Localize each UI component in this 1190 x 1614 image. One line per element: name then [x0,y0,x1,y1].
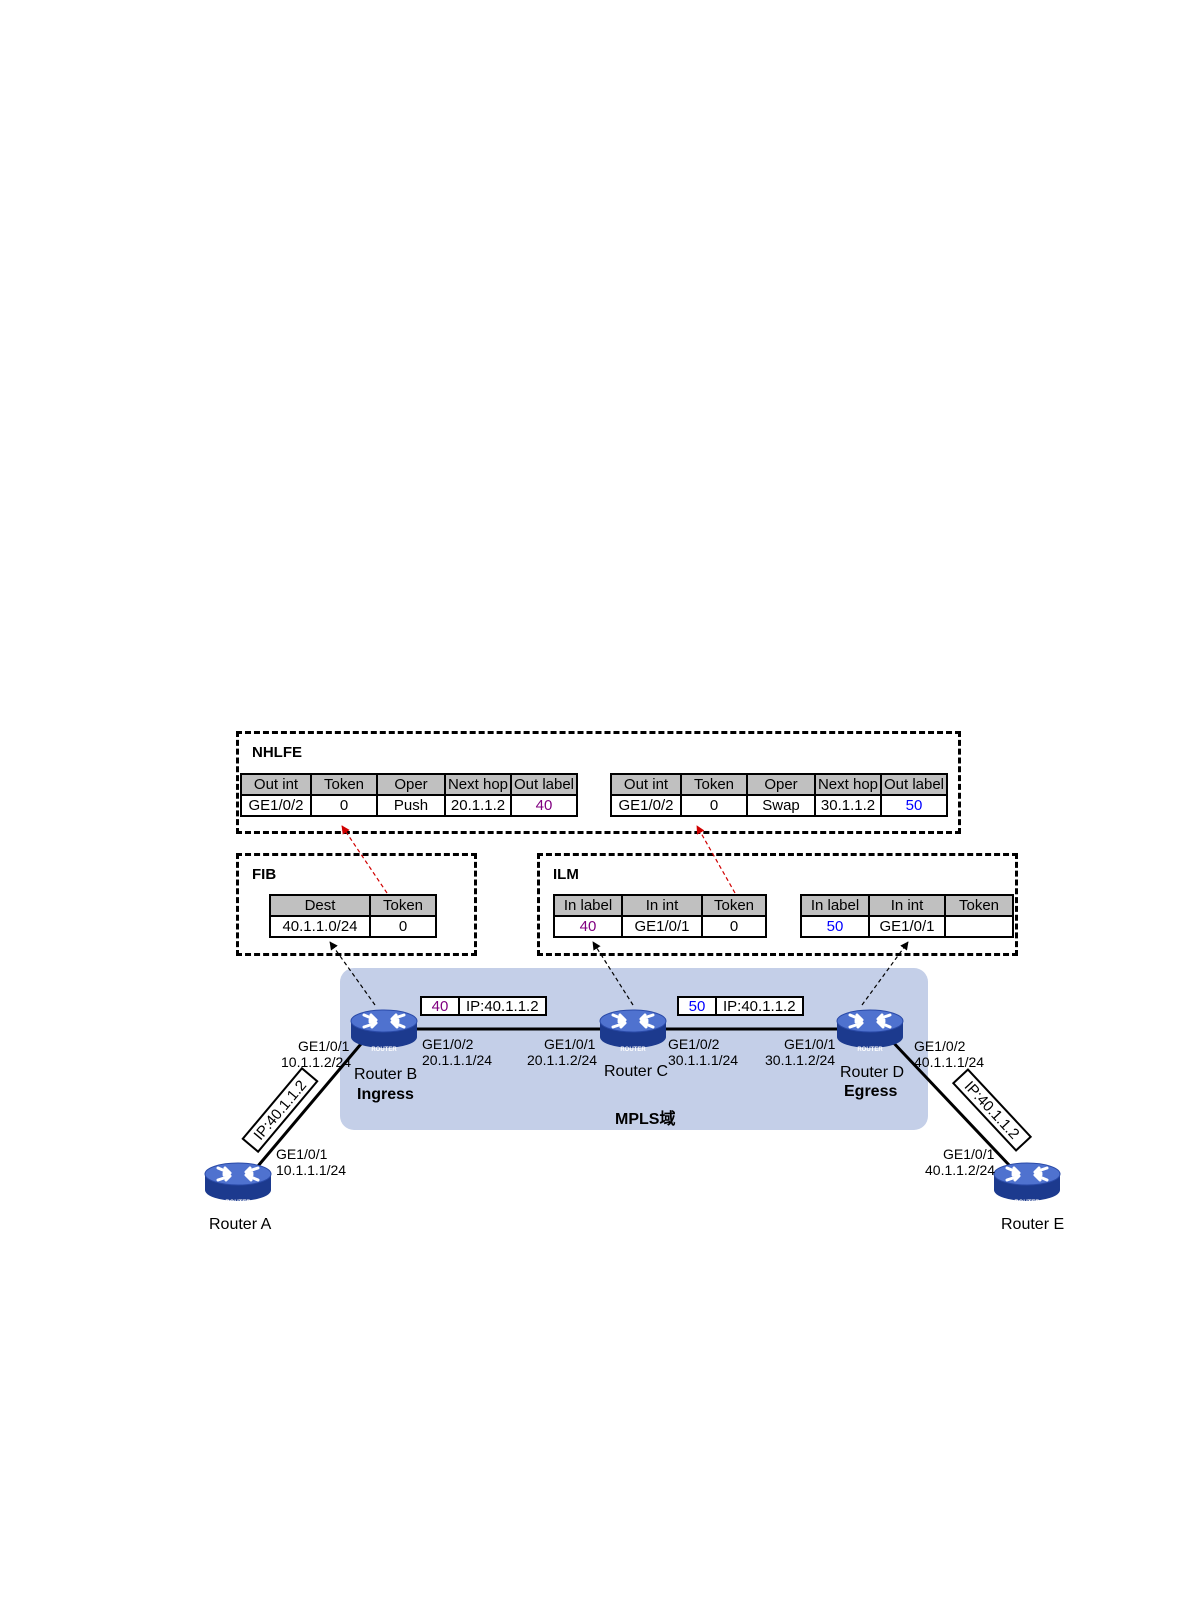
packet-c-d: 50 IP:40.1.1.2 [677,996,804,1016]
router-d-iface1: GE1/0/1 [784,1036,836,1052]
cell-out-label: 50 [880,794,948,817]
router-a-icon-text: ROUTER [225,1200,251,1206]
packet-ip: IP:40.1.1.2 [723,998,796,1015]
header-token: Token [701,894,767,917]
ilm-table-egress: In label In int Token 50 GE1/0/1 [800,894,1014,938]
router-b-ip2: 20.1.1.1/24 [422,1052,493,1068]
cell-out-int: GE1/0/2 [610,794,682,817]
router-a-iface: GE1/0/1 [276,1146,328,1162]
router-e-iface: GE1/0/1 [943,1146,995,1162]
packet-label: 40 [422,998,460,1015]
router-b-iface2: GE1/0/2 [422,1036,474,1052]
router-c-ip2: 30.1.1.1/24 [668,1052,739,1068]
router-icon [992,1161,1062,1203]
router-b-iface1: GE1/0/1 [298,1038,350,1054]
packet-a-b: IP:40.1.1.2 [241,1066,319,1154]
cell-token [944,915,1014,938]
cell-in-label: 40 [553,915,623,938]
router-d-ip1: 30.1.1.2/24 [765,1052,836,1068]
cell-next-hop: 20.1.1.2 [444,794,512,817]
ilm-box [537,853,1018,956]
header-token: Token [310,773,378,796]
header-in-label: In label [800,894,870,917]
header-oper: Oper [376,773,446,796]
nhlfe-table-transit: Out int Token Oper Next hop Out label GE… [610,773,948,817]
cell-token: 0 [680,794,748,817]
cell-token: 0 [310,794,378,817]
packet-ip: IP:40.1.1.2 [466,998,539,1015]
header-in-int: In int [868,894,946,917]
router-b-name: Router B [354,1066,418,1083]
router-e-name: Router E [1001,1216,1065,1233]
router-e-icon-text: ROUTER [1014,1200,1040,1206]
header-in-int: In int [621,894,703,917]
cell-oper: Push [376,794,446,817]
router-b-role: Ingress [357,1086,414,1103]
cell-oper: Swap [746,794,816,817]
router-b-ip1: 10.1.1.2/24 [281,1054,352,1070]
cell-in-int: GE1/0/1 [621,915,703,938]
router-c-ip1: 20.1.1.2/24 [527,1052,598,1068]
cell-in-int: GE1/0/1 [868,915,946,938]
mpls-domain-label: MPLS域 [615,1111,676,1128]
router-c-name: Router C [604,1063,669,1080]
ilm-table-transit: In label In int Token 40 GE1/0/1 0 [553,894,767,938]
cell-dest: 40.1.1.0/24 [269,915,371,938]
nhlfe-title: NHLFE [252,744,302,761]
header-out-label: Out label [880,773,948,796]
fib-table: Dest Token 40.1.1.0/24 0 [269,894,437,938]
nhlfe-table-ingress: Out int Token Oper Next hop Out label GE… [240,773,578,817]
cell-token: 0 [369,915,437,938]
header-in-label: In label [553,894,623,917]
fib-title: FIB [252,866,277,883]
ilm-title: ILM [553,866,579,883]
router-a-name: Router A [209,1216,272,1233]
cell-token: 0 [701,915,767,938]
header-token: Token [680,773,748,796]
nhlfe-box [236,731,961,834]
cell-next-hop: 30.1.1.2 [814,794,882,817]
router-d-role: Egress [844,1083,898,1100]
cell-out-label: 40 [510,794,578,817]
router-d-iface2: GE1/0/2 [914,1038,966,1054]
router-c-iface1: GE1/0/1 [544,1036,596,1052]
packet-b-c: 40 IP:40.1.1.2 [420,996,547,1016]
header-dest: Dest [269,894,371,917]
packet-label: 50 [679,998,717,1015]
cell-in-label: 50 [800,915,870,938]
router-d-name: Router D [840,1064,905,1081]
router-a-ip: 10.1.1.1/24 [276,1162,347,1178]
cell-out-int: GE1/0/2 [240,794,312,817]
router-c-iface2: GE1/0/2 [668,1036,720,1052]
header-out-int: Out int [240,773,312,796]
header-out-label: Out label [510,773,578,796]
packet-d-e: IP:40.1.1.2 [951,1068,1033,1152]
header-next-hop: Next hop [814,773,882,796]
router-e-ip: 40.1.1.2/24 [925,1162,996,1178]
header-token: Token [369,894,437,917]
header-oper: Oper [746,773,816,796]
header-next-hop: Next hop [444,773,512,796]
header-token: Token [944,894,1014,917]
router-d-ip2: 40.1.1.1/24 [914,1054,985,1070]
router-icon [203,1161,273,1203]
header-out-int: Out int [610,773,682,796]
